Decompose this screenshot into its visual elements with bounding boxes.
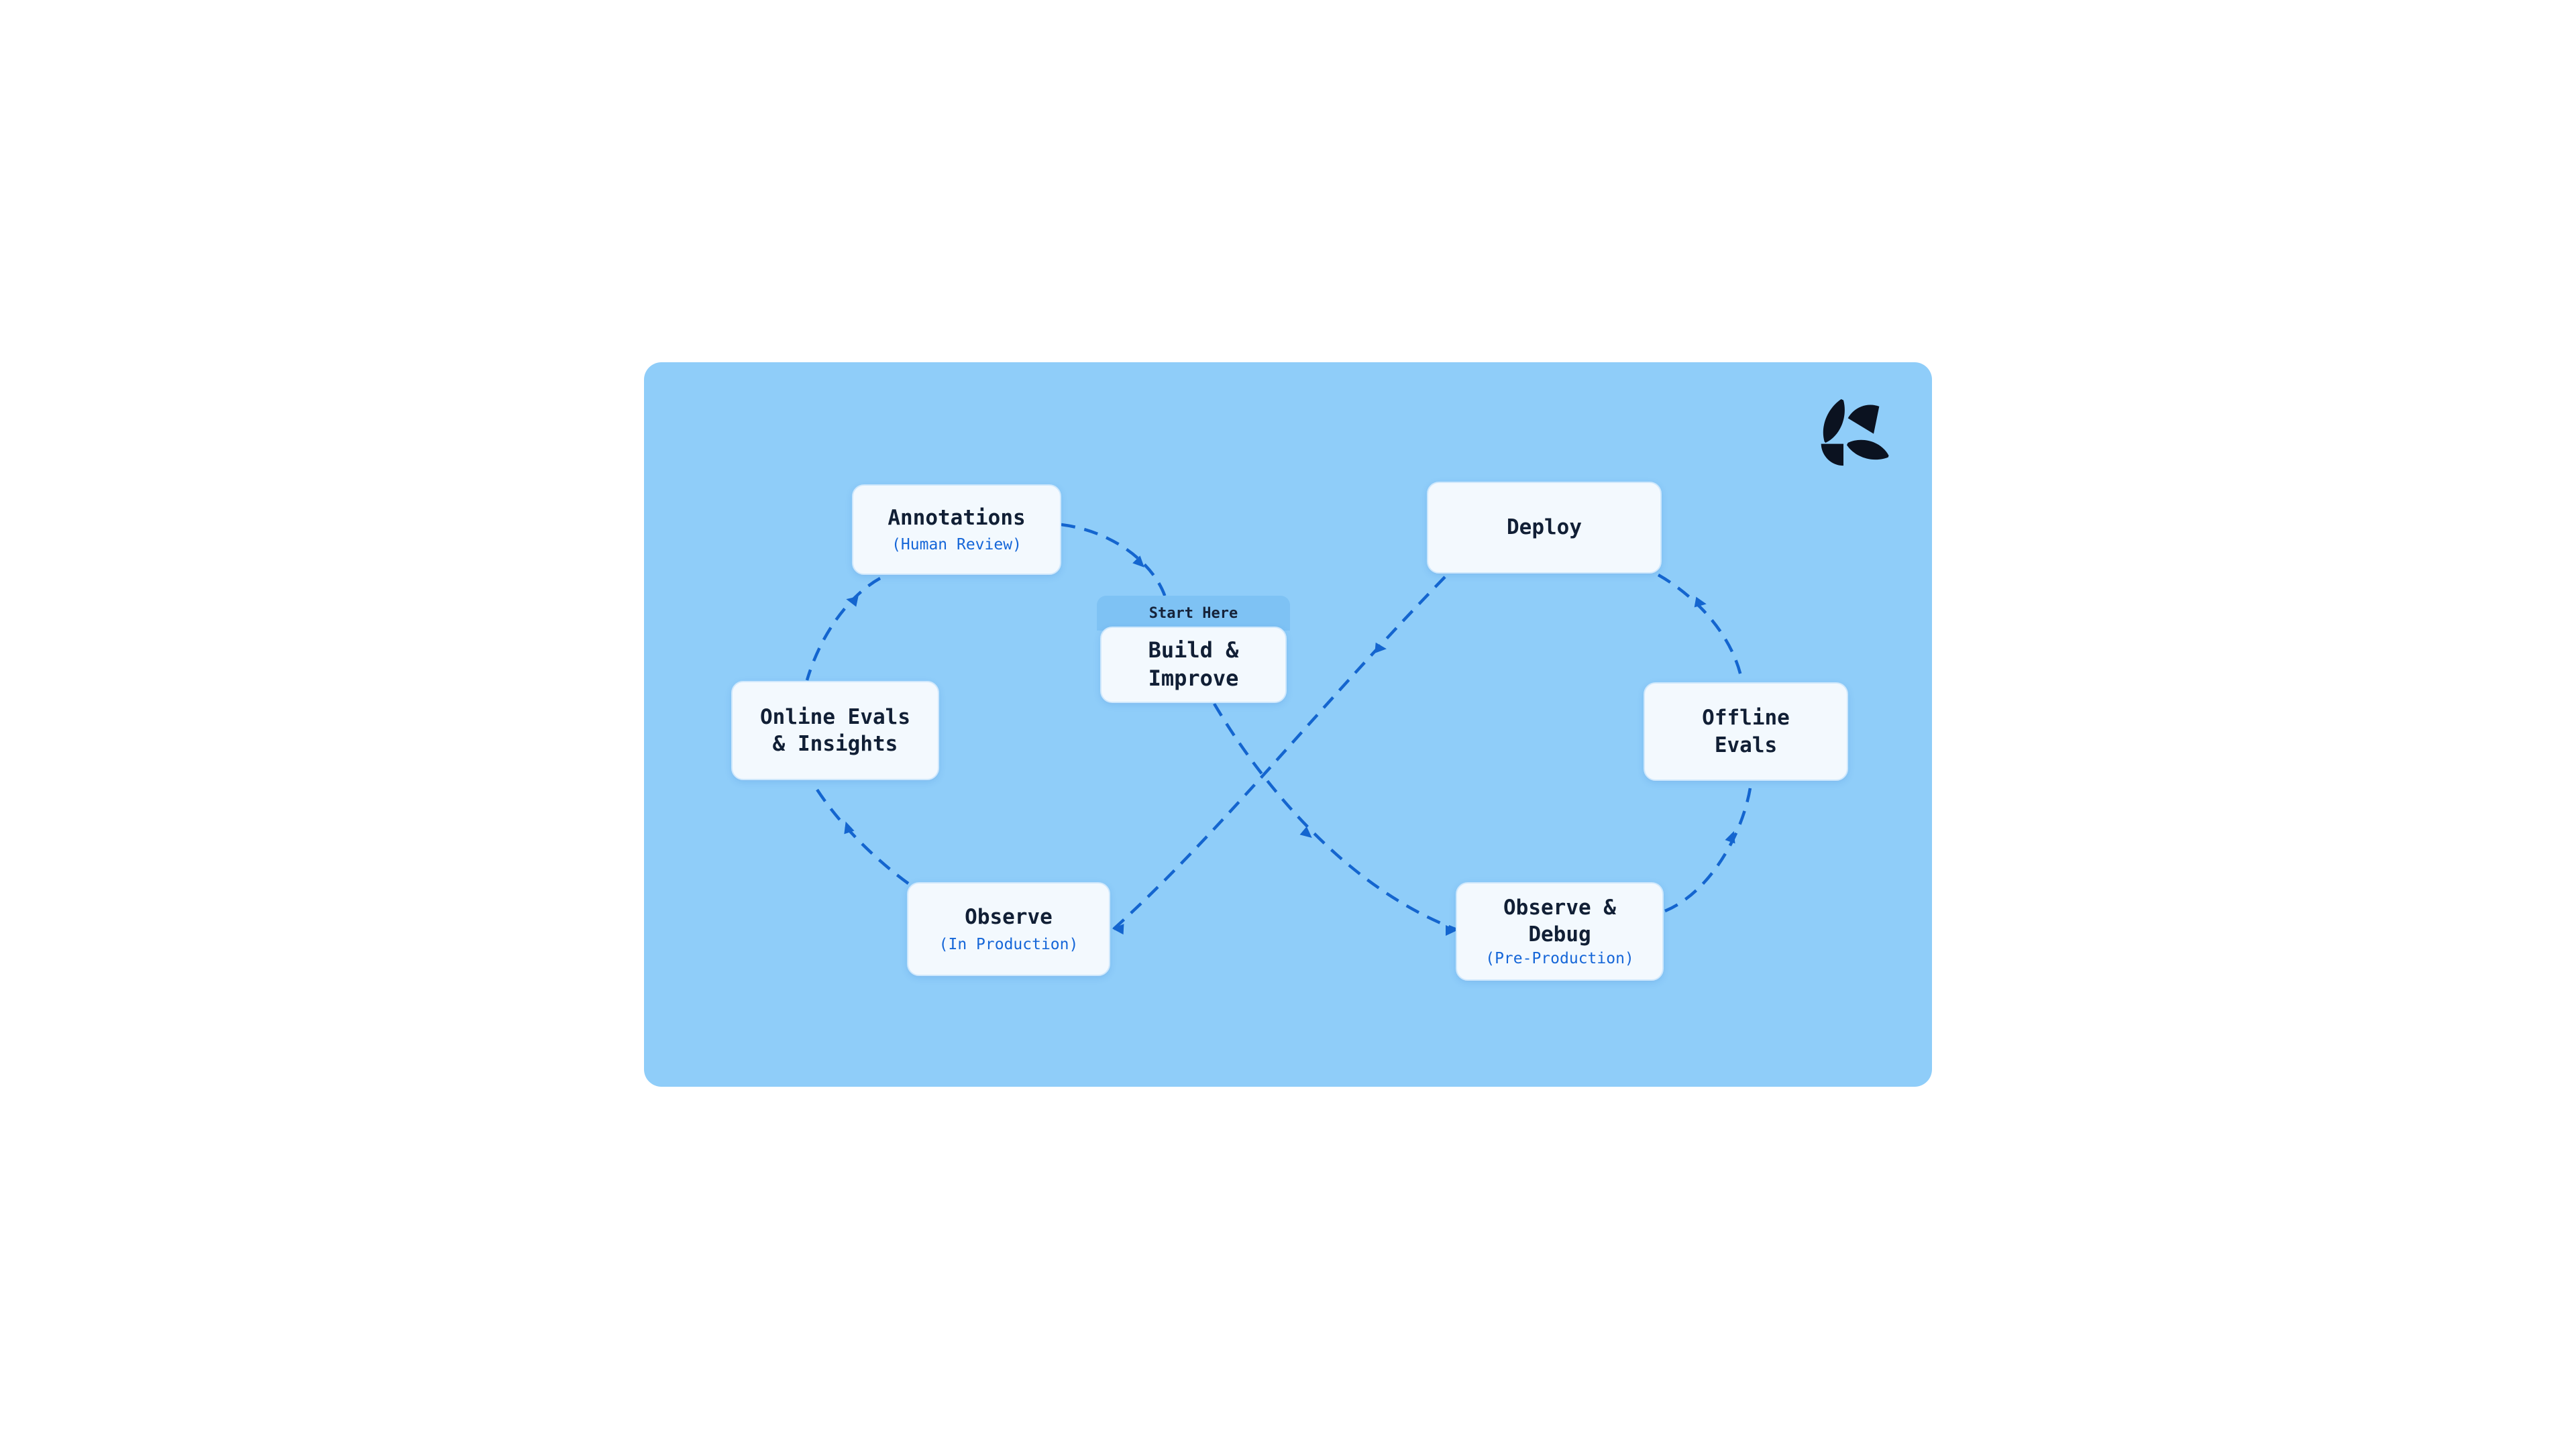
node-title: Observe: [965, 905, 1053, 930]
arc-build-odebug: [1213, 702, 1458, 932]
arrowhead: [1112, 924, 1124, 935]
brand-logo-icon: [1821, 399, 1889, 466]
node-title: Observe & Debug: [1503, 895, 1616, 947]
arc-annotations-build: [1061, 523, 1167, 598]
arrowhead: [1299, 826, 1312, 838]
arc-deploy-offline: [1657, 574, 1744, 683]
node-online-evals: Online Evals & Insights: [731, 681, 939, 780]
arc-annotations-online: [805, 577, 881, 681]
node-annotations: Annotations (Human Review): [852, 484, 1061, 575]
node-observe-debug: Observe & Debug (Pre-Production): [1456, 882, 1664, 981]
arrowhead: [1132, 555, 1144, 568]
node-observe-production: Observe (In Production): [907, 882, 1110, 976]
node-subtitle: (In Production): [938, 935, 1079, 953]
start-here-badge: Start Here: [1097, 596, 1290, 631]
arc-odebug-offline: [1664, 783, 1753, 913]
arc-deploy-observe: [1112, 576, 1446, 930]
node-title: Annotations: [888, 505, 1026, 530]
node-title: Build & Improve: [1148, 637, 1239, 691]
arrowhead: [844, 821, 855, 835]
arc-observe-online: [811, 781, 910, 885]
node-subtitle: (Pre-Production): [1485, 950, 1634, 968]
diagram-canvas: Start Here Build & Improve Annotations (…: [644, 362, 1932, 1087]
arrowhead: [1446, 925, 1457, 936]
arrowhead: [846, 596, 859, 607]
node-deploy: Deploy: [1427, 482, 1662, 574]
arrowhead: [1725, 830, 1735, 844]
node-subtitle: (Human Review): [892, 536, 1022, 554]
node-offline-evals: Offline Evals: [1644, 682, 1848, 781]
node-build-improve: Build & Improve: [1100, 627, 1287, 703]
node-title: Offline Evals: [1702, 706, 1790, 757]
start-here-label: Start Here: [1148, 604, 1238, 622]
arrowhead: [1694, 596, 1707, 608]
flow-arrows: [805, 523, 1753, 936]
node-title: Deploy: [1507, 515, 1582, 540]
arrowhead: [1375, 642, 1387, 653]
node-title: Online Evals & Insights: [760, 704, 910, 756]
